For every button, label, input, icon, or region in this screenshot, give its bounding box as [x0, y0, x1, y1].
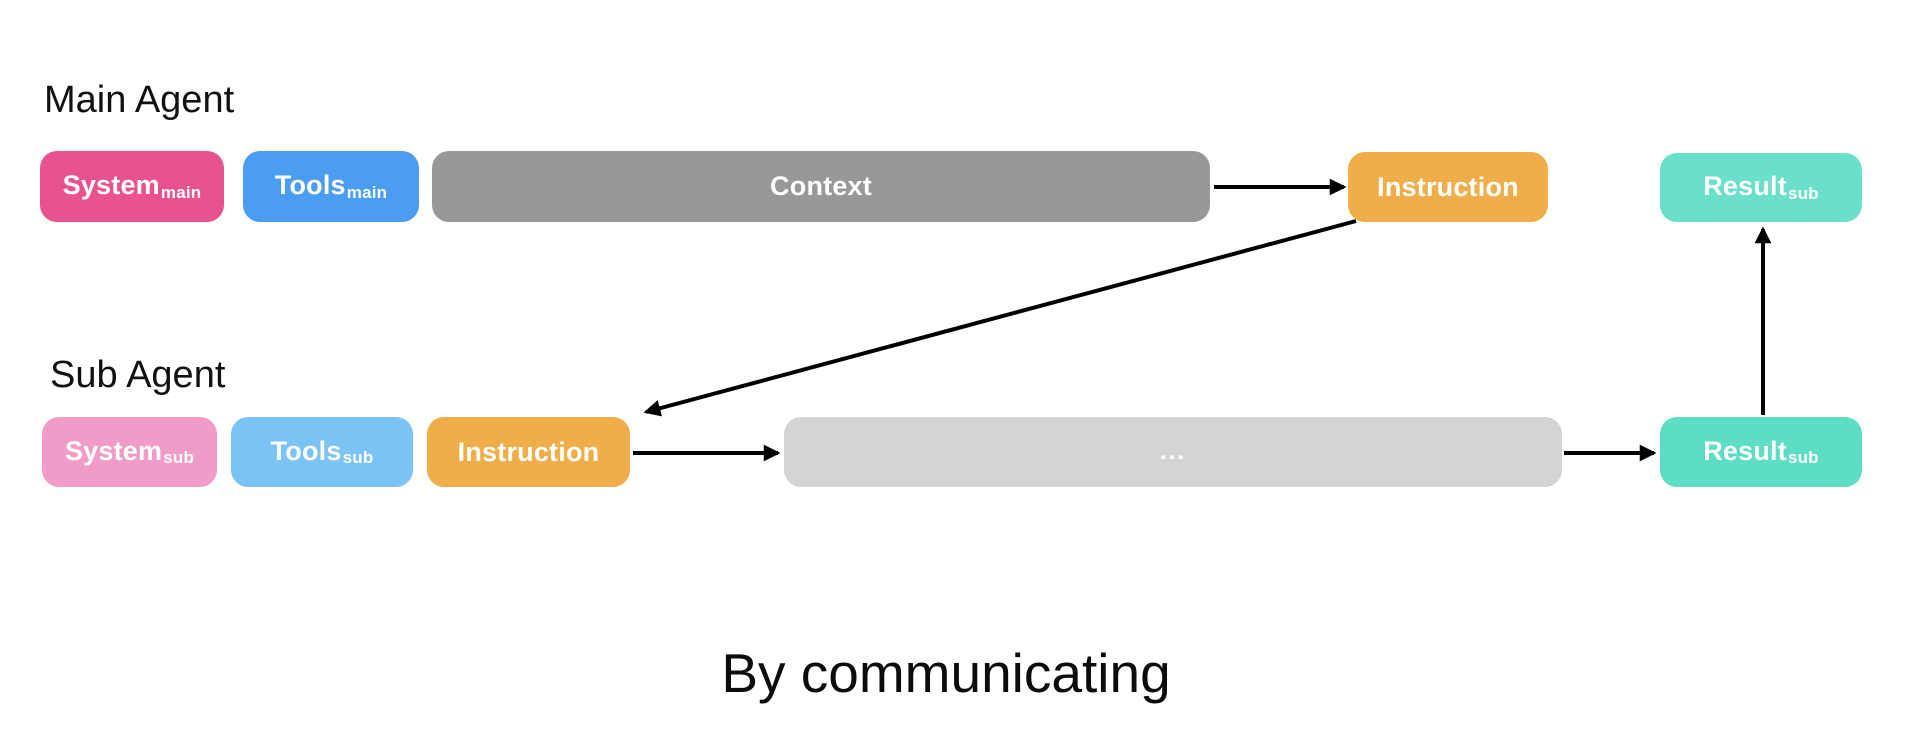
- node-tools-sub-text: Tools: [270, 435, 342, 466]
- node-system-sub-label: Systemsub: [65, 436, 194, 468]
- node-system-sub-text: System: [64, 435, 163, 466]
- arrow-instruction-main-to-instruction-sub: [643, 219, 1357, 417]
- caption: By communicating: [721, 642, 1171, 704]
- node-result-main: Resultsub: [1660, 153, 1862, 222]
- node-system-main-text: System: [62, 170, 160, 201]
- node-tools-main-subscript: main: [346, 182, 388, 202]
- node-result-main-text: Result: [1703, 171, 1787, 202]
- node-system-sub-subscript: sub: [163, 448, 195, 468]
- node-ellipsis-text: ...: [1159, 438, 1186, 465]
- node-system-main: Systemmain: [40, 151, 224, 222]
- node-instruction-sub-label: Instruction: [458, 437, 600, 468]
- node-system-main-subscript: main: [160, 182, 202, 202]
- node-tools-main-text: Tools: [274, 170, 346, 201]
- node-tools-sub-subscript: sub: [342, 448, 374, 468]
- node-context-text: Context: [770, 171, 872, 201]
- node-context-label: Context: [770, 171, 872, 202]
- node-instruction-sub: Instruction: [427, 417, 630, 487]
- node-instruction-main-text: Instruction: [1377, 171, 1519, 202]
- node-instruction-main: Instruction: [1348, 152, 1548, 222]
- main-agent-label: Main Agent: [44, 79, 235, 121]
- node-result-sub-subscript: sub: [1787, 448, 1819, 468]
- node-system-main-label: Systemmain: [63, 170, 202, 202]
- node-result-main-label: Resultsub: [1703, 171, 1819, 203]
- node-result-sub-label: Resultsub: [1703, 436, 1819, 468]
- node-tools-main: Toolsmain: [243, 151, 419, 222]
- node-instruction-main-label: Instruction: [1377, 172, 1519, 203]
- sub-agent-label: Sub Agent: [50, 354, 226, 396]
- node-result-main-subscript: sub: [1787, 183, 1819, 203]
- node-ellipsis: ...: [784, 417, 1562, 487]
- node-system-sub: Systemsub: [42, 417, 217, 487]
- node-tools-main-label: Toolsmain: [275, 170, 387, 202]
- node-instruction-sub-text: Instruction: [457, 436, 600, 467]
- node-tools-sub-label: Toolssub: [271, 436, 374, 468]
- node-result-sub-text: Result: [1703, 435, 1787, 466]
- node-tools-sub: Toolssub: [231, 417, 413, 487]
- node-context: Context: [432, 151, 1210, 222]
- node-result-sub: Resultsub: [1660, 417, 1862, 487]
